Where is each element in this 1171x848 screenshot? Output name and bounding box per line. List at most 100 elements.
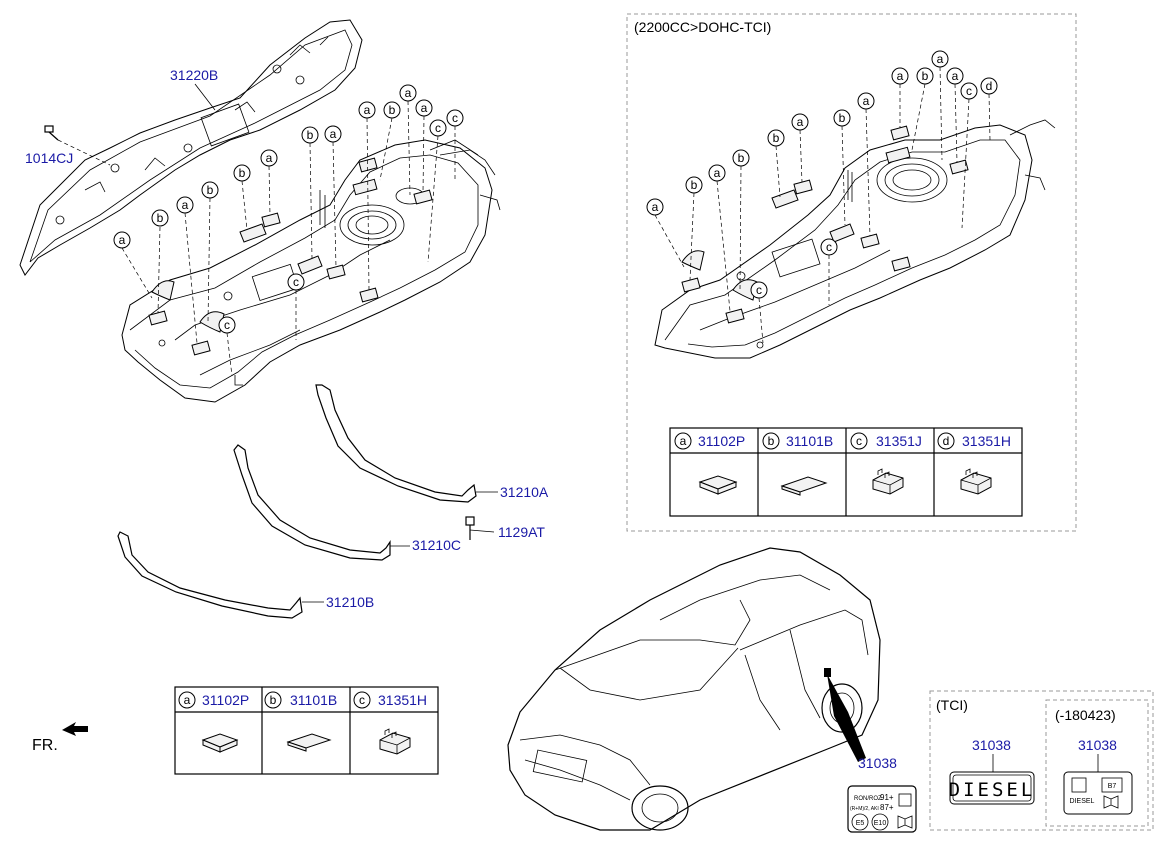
svg-text:a: a bbox=[652, 200, 659, 214]
svg-text:DIESEL: DIESEL bbox=[1070, 798, 1095, 805]
part-31210A: 31210A bbox=[500, 484, 549, 500]
svg-text:b: b bbox=[389, 103, 396, 117]
svg-text:b: b bbox=[270, 693, 277, 707]
diesel-label-early: B7 DIESEL bbox=[1063, 771, 1133, 815]
variant-tank-pads bbox=[681, 125, 969, 324]
callout-b: b bbox=[201, 181, 219, 199]
variant-leaders bbox=[654, 66, 991, 344]
diesel-label-tci: DIESEL bbox=[949, 771, 1035, 805]
svg-text:b: b bbox=[207, 183, 214, 197]
svg-text:E5: E5 bbox=[856, 820, 865, 827]
svg-text:d: d bbox=[943, 434, 950, 448]
callout-b: b bbox=[767, 129, 785, 147]
callout-a: a bbox=[176, 196, 194, 214]
svg-text:c: c bbox=[293, 275, 299, 289]
legend-variant: a 31102P b 31101B c 31351J d 31351H bbox=[669, 427, 1023, 517]
label-box-outer bbox=[929, 690, 1154, 831]
svg-text:a: a bbox=[184, 693, 191, 707]
callout-a: a bbox=[358, 101, 376, 119]
callout-b: b bbox=[151, 209, 169, 227]
callout-a: a bbox=[946, 67, 964, 85]
svg-text:b: b bbox=[691, 178, 698, 192]
early-box-title: (-180423) bbox=[1055, 707, 1116, 723]
callout-b: b bbox=[916, 67, 934, 85]
svg-text:a: a bbox=[714, 166, 721, 180]
part-31038-tci: 31038 bbox=[972, 737, 1011, 753]
callout-d: d bbox=[980, 77, 998, 95]
svg-text:a: a bbox=[364, 103, 371, 117]
minivan-illustration bbox=[507, 547, 881, 831]
callout-c: c bbox=[429, 119, 447, 137]
callout-a: a bbox=[857, 92, 875, 110]
svg-text:c: c bbox=[452, 111, 458, 125]
svg-text:a: a bbox=[119, 233, 126, 247]
fuel-tank-main bbox=[121, 139, 501, 403]
legend-variant-part-b: 31101B bbox=[786, 433, 833, 449]
svg-text:c: c bbox=[224, 318, 230, 332]
svg-text:a: a bbox=[797, 115, 804, 129]
svg-text:b: b bbox=[307, 128, 314, 142]
svg-text:a: a bbox=[182, 198, 189, 212]
svg-text:E10: E10 bbox=[874, 820, 887, 827]
part-31038-car: 31038 bbox=[858, 755, 897, 771]
clip-31351j-icon bbox=[872, 468, 904, 495]
legend-variant-part-d: 31351H bbox=[962, 433, 1011, 449]
svg-text:c: c bbox=[826, 240, 832, 254]
callout-a: a bbox=[931, 50, 949, 68]
svg-text:a: a bbox=[405, 86, 412, 100]
svg-text:a: a bbox=[897, 69, 904, 83]
main-leaders bbox=[121, 100, 456, 377]
fuel-pump-icon bbox=[898, 793, 912, 807]
svg-text:b: b bbox=[738, 151, 745, 165]
fuel-pump-icon bbox=[1071, 777, 1087, 793]
part-31210B: 31210B bbox=[326, 594, 374, 610]
legend-variant-part-a: 31102P bbox=[698, 433, 745, 449]
variant-box-title: (2200CC>DOHC-TCI) bbox=[634, 19, 771, 35]
svg-text:B7: B7 bbox=[1108, 783, 1117, 790]
callout-a: a bbox=[791, 113, 809, 131]
callout-a: a bbox=[324, 125, 342, 143]
callout-c: c bbox=[820, 238, 838, 256]
svg-text:b: b bbox=[839, 111, 846, 125]
legend-main-part-a: 31102P bbox=[202, 692, 249, 708]
part-31220B: 31220B bbox=[170, 67, 218, 83]
band-31210c bbox=[233, 444, 391, 561]
svg-text:(R+M)/2, AKI: (R+M)/2, AKI bbox=[850, 806, 879, 812]
fuel-spec-label: RON/ROZ 91+ (R+M)/2, AKI 87+ E5 E10 bbox=[847, 785, 917, 833]
svg-text:RON/ROZ: RON/ROZ bbox=[854, 796, 882, 802]
svg-text:c: c bbox=[966, 84, 972, 98]
svg-text:91+: 91+ bbox=[880, 793, 894, 802]
part-1129AT: 1129AT bbox=[498, 524, 545, 540]
legend-main: a 31102P b 31101B c 31351H bbox=[174, 686, 439, 775]
svg-text:b: b bbox=[773, 131, 780, 145]
svg-text:b: b bbox=[157, 211, 164, 225]
callout-a: a bbox=[399, 84, 417, 102]
svg-text:b: b bbox=[239, 166, 246, 180]
front-arrow-icon bbox=[62, 722, 88, 736]
svg-text:a: a bbox=[266, 151, 273, 165]
manual-book-icon bbox=[897, 815, 913, 829]
band-31210b bbox=[117, 531, 303, 619]
callout-c: c bbox=[446, 109, 464, 127]
callout-b: b bbox=[685, 176, 703, 194]
manual-book-icon bbox=[1103, 795, 1119, 809]
fr-label: FR. bbox=[32, 737, 58, 754]
fuel-tank-variant bbox=[654, 119, 1056, 359]
callout-b: b bbox=[732, 149, 750, 167]
part-31038-early: 31038 bbox=[1078, 737, 1117, 753]
callout-b: b bbox=[233, 164, 251, 182]
part-1014CJ: 1014CJ bbox=[25, 150, 73, 166]
svg-text:c: c bbox=[856, 434, 862, 448]
svg-text:c: c bbox=[359, 693, 365, 707]
svg-text:d: d bbox=[986, 79, 993, 93]
variant-box bbox=[626, 13, 1077, 532]
svg-text:a: a bbox=[863, 94, 870, 108]
variant-callout-letters: a b a b b a c c b a a b a a c d bbox=[646, 50, 998, 299]
callout-c: c bbox=[218, 316, 236, 334]
main-tank-pads bbox=[148, 157, 433, 356]
callout-b: b bbox=[383, 101, 401, 119]
callout-c: c bbox=[287, 273, 305, 291]
svg-text:c: c bbox=[435, 121, 441, 135]
callout-a: a bbox=[708, 164, 726, 182]
